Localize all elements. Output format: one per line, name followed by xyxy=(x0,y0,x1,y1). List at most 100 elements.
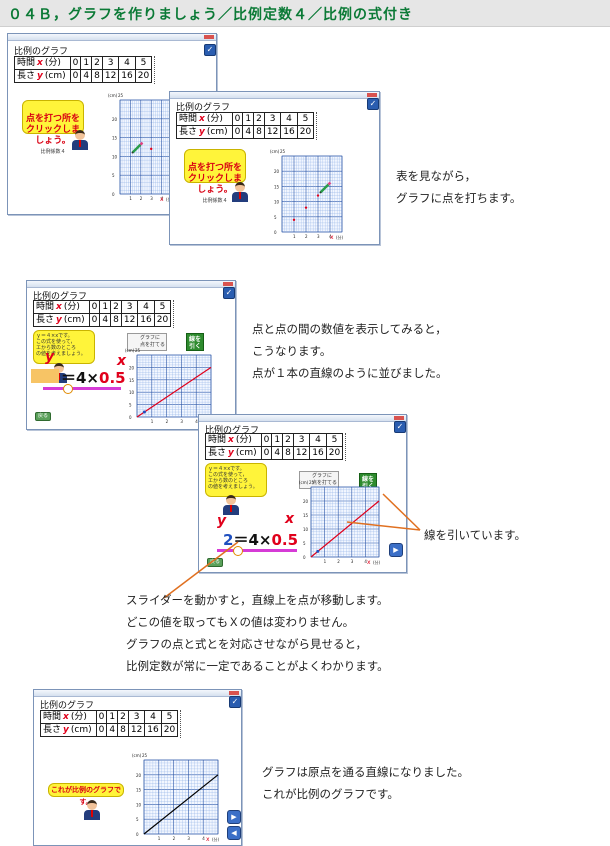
row-unit: (cm) xyxy=(206,127,228,137)
y-tick-label: 0 xyxy=(303,555,306,560)
row-label: 長さ xyxy=(36,315,55,325)
window-titlebar[interactable] xyxy=(199,415,406,422)
row-unit: (cm) xyxy=(235,448,257,458)
close-icon[interactable] xyxy=(367,93,377,97)
edit-pen-button[interactable]: ✓ xyxy=(223,287,235,299)
table-cell: 5 xyxy=(153,300,172,314)
table-cell: 12 xyxy=(127,723,146,737)
table-cell: 0 xyxy=(95,723,108,737)
window-titlebar[interactable] xyxy=(170,92,379,99)
row-unit: (cm) xyxy=(70,725,92,735)
var-y-label: y xyxy=(217,513,227,529)
x-tick-label: 1 xyxy=(293,234,296,239)
equation: 2＝4×0.5 xyxy=(223,531,299,549)
close-icon[interactable] xyxy=(394,416,404,420)
x-tick-label: 1 xyxy=(324,559,327,564)
edit-pen-button[interactable]: ✓ xyxy=(204,44,216,56)
window-titlebar[interactable] xyxy=(34,690,241,697)
window-title: 比例のグラフ xyxy=(14,47,69,57)
proportional-line xyxy=(310,500,380,558)
summary-bubble: これが比例のグラフです。 xyxy=(48,783,124,806)
y-answer-box xyxy=(31,369,59,383)
plotted-point xyxy=(316,194,320,197)
line-drawing-note: 線を引いています。 xyxy=(424,528,527,542)
y-unit-label: (cm) xyxy=(108,93,118,98)
row-label: 長さ xyxy=(208,448,227,458)
y-tick-label: 15 xyxy=(136,788,142,793)
y-unit-label: (cm) xyxy=(270,149,280,154)
y-tick-label: 0 xyxy=(274,230,277,235)
row-variable: x xyxy=(63,712,69,722)
edit-pen-button[interactable]: ✓ xyxy=(229,696,241,708)
edit-pen-button[interactable]: ✓ xyxy=(367,98,379,110)
close-icon[interactable] xyxy=(229,691,239,695)
table-cell: 20 xyxy=(325,446,344,460)
next-button[interactable]: ▶ xyxy=(389,543,403,557)
y-tick-label: 20 xyxy=(136,773,142,778)
table-cell: 1 xyxy=(106,710,119,724)
page-header: ０４Ｂ，グラフを作りましょう／比例定数４／比例の式付き xyxy=(0,0,610,27)
teacher-avatar xyxy=(51,363,67,383)
row-label: 時間 xyxy=(179,114,198,124)
x-slider-track[interactable] xyxy=(43,387,121,390)
equation: ＝4×0.5 xyxy=(61,369,126,387)
teacher-avatar xyxy=(84,800,100,820)
moving-point xyxy=(316,549,320,553)
edit-pen-button[interactable]: ✓ xyxy=(394,421,406,433)
x-tick-label: 3 xyxy=(180,419,183,424)
pencil-eraser xyxy=(327,181,332,186)
y-tick-label: 10 xyxy=(274,200,280,205)
window-titlebar[interactable] xyxy=(27,281,235,288)
y-tick-label: 15 xyxy=(303,513,309,518)
prev-button[interactable]: ◀ xyxy=(227,826,241,840)
back-button[interactable]: 戻る xyxy=(35,412,51,421)
table-cell: 20 xyxy=(134,69,153,83)
y-tick-label: 10 xyxy=(129,390,135,395)
x-axis-label: x xyxy=(206,836,210,843)
y-max-label: 25 xyxy=(142,753,148,758)
draw-line-button[interactable]: 線を 引く xyxy=(186,333,204,351)
row-label: 時間 xyxy=(17,58,36,68)
y-tick-label: 0 xyxy=(112,192,115,197)
y-tick-label: 5 xyxy=(136,817,139,822)
x-slider-knob[interactable] xyxy=(63,384,73,394)
close-icon[interactable] xyxy=(204,35,214,39)
x-slider-track[interactable] xyxy=(217,549,297,552)
y-tick-label: 5 xyxy=(112,173,115,178)
plot-area xyxy=(281,155,343,233)
pencil-eraser xyxy=(139,141,144,146)
row-unit: (cm) xyxy=(63,315,85,325)
x-tick-label: 4 xyxy=(161,196,164,201)
y-max-label: 25 xyxy=(309,480,315,485)
window-titlebar[interactable] xyxy=(8,34,216,41)
row-label: 長さ xyxy=(179,127,198,137)
table-cell: 2 xyxy=(117,710,129,724)
y-tick-label: 5 xyxy=(303,541,306,546)
close-icon[interactable] xyxy=(223,282,233,286)
next-button[interactable]: ▶ xyxy=(227,810,241,824)
window-title: 比例のグラフ xyxy=(205,426,260,436)
row-variable: y xyxy=(228,448,234,458)
scene4-description: グラフは原点を通る直線になりました。 これが比例のグラフです。 xyxy=(262,765,469,801)
table-cell: 4 xyxy=(106,723,119,737)
table-cut-mark xyxy=(180,710,186,738)
x-tick-label: 2 xyxy=(305,234,308,239)
var-x-label: x xyxy=(117,353,127,369)
x-slider-knob[interactable] xyxy=(233,546,243,556)
